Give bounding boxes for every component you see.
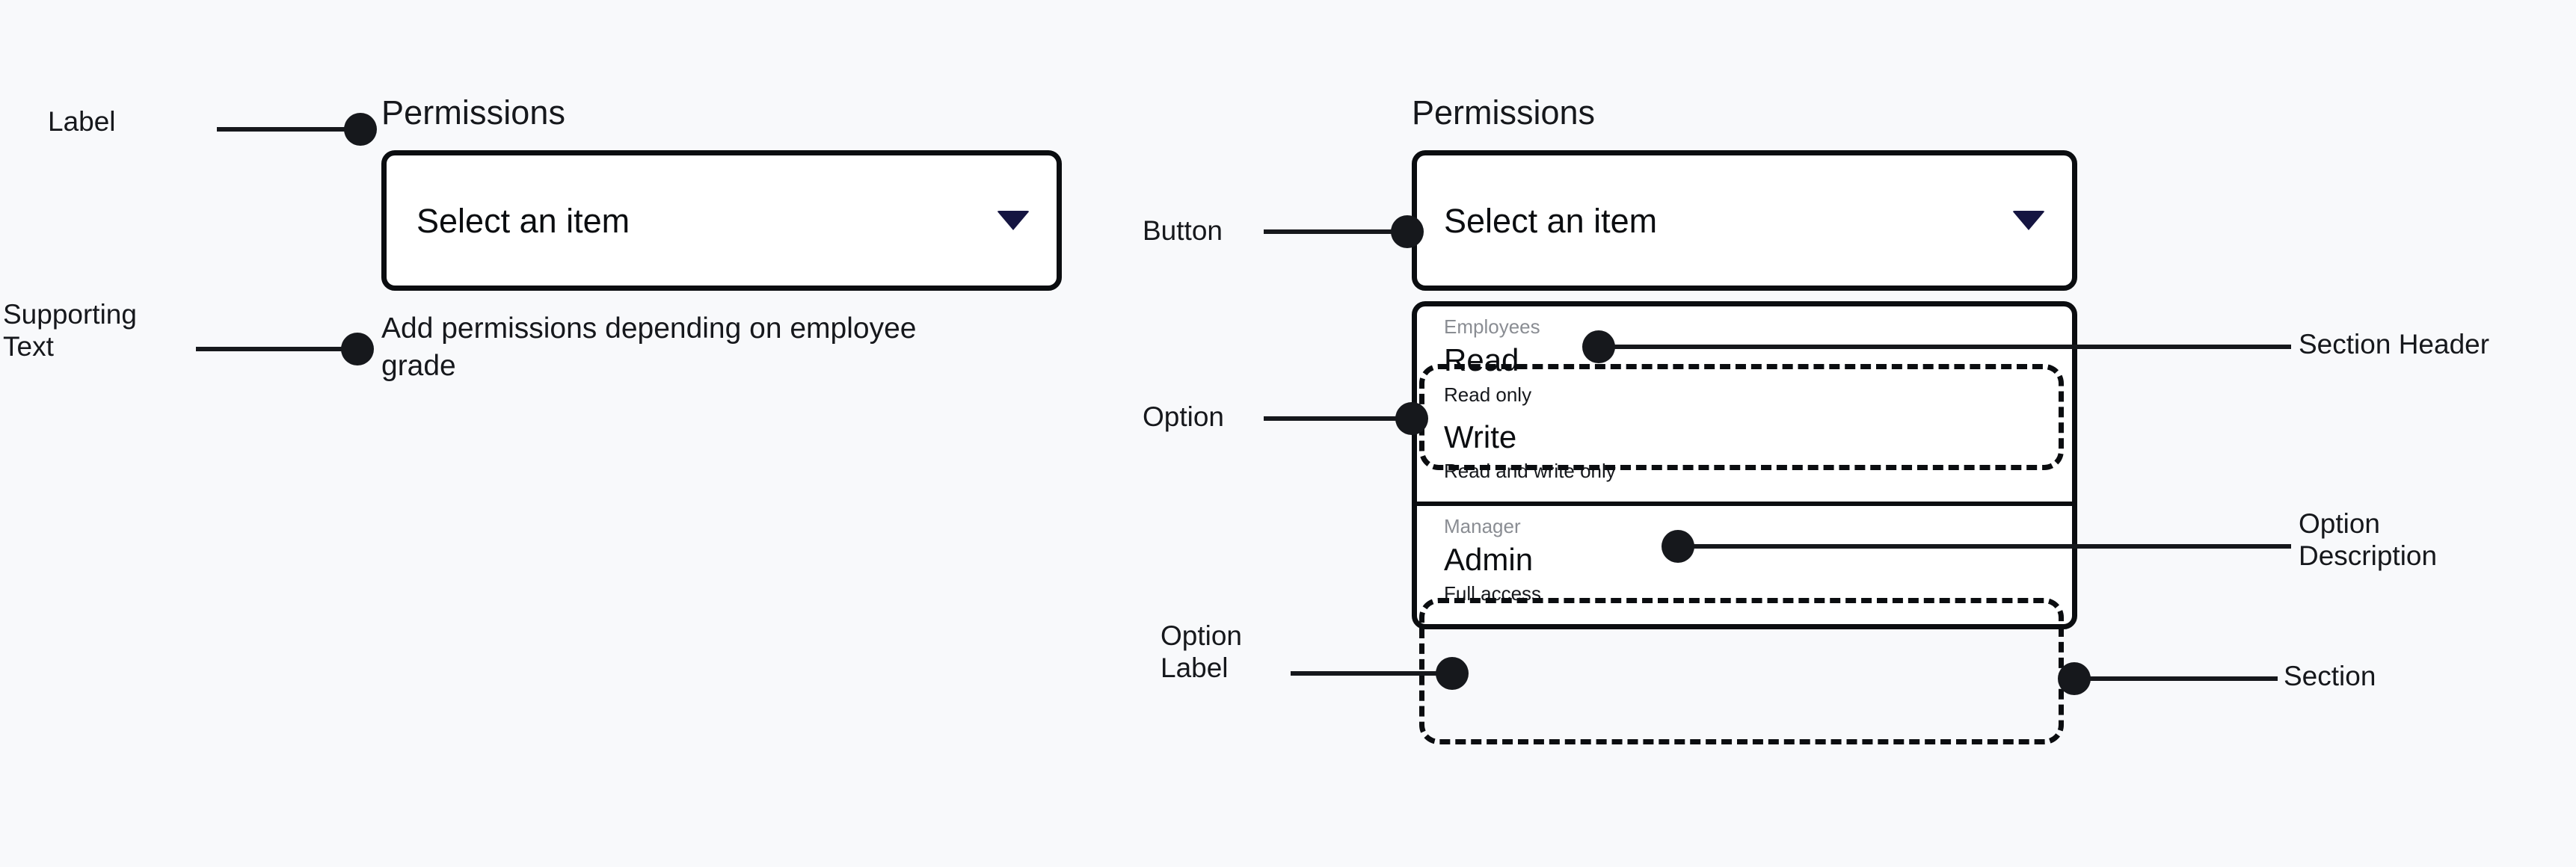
annotation-section-header-leader — [1597, 345, 2291, 349]
select-spec-closed: Permissions Select an item Add permissio… — [381, 96, 1062, 385]
annotation-option-description-text: Option Description — [2299, 508, 2438, 571]
annotation-label-leader — [217, 127, 351, 132]
chevron-down-icon — [2012, 211, 2045, 230]
field-label: Permissions — [381, 93, 566, 132]
select-button[interactable]: Select an item — [1412, 150, 2077, 291]
annotation-supporting-text-leader — [196, 347, 357, 351]
supporting-text: Add permissions depending on employee gr… — [381, 312, 917, 382]
listbox-option-admin[interactable]: Admin Full access — [1417, 540, 2072, 617]
annotation-supporting-text-text: Supporting Text — [3, 299, 137, 362]
annotation-option-dot — [1395, 402, 1428, 435]
annotation-button-text: Button — [1143, 215, 1223, 246]
field-label: Permissions — [1412, 93, 1596, 132]
annotation-section-leader — [2074, 676, 2278, 681]
annotation-option-leader — [1264, 416, 1413, 421]
annotation-option-description-dot — [1662, 530, 1694, 563]
annotation-section-dot — [2058, 662, 2091, 695]
annotation-supporting-text-dot — [341, 333, 374, 365]
annotation-option-label-dot — [1436, 657, 1469, 690]
listbox-option-read[interactable]: Read Read only — [1417, 340, 2072, 417]
chevron-down-icon — [997, 211, 1030, 230]
section-spacer — [1417, 494, 2072, 502]
annotation-option-label-leader — [1291, 671, 1449, 676]
option-label: Write — [1444, 419, 1517, 454]
select-button-text: Select an item — [416, 201, 630, 240]
option-label: Admin — [1444, 541, 1534, 577]
annotation-label-text: Label — [48, 106, 116, 137]
annotation-section-header-dot — [1582, 330, 1615, 363]
listbox-section-manager: Manager Admin Full access — [1417, 501, 2072, 624]
select-spec-open: Permissions Select an item Employees Rea… — [1412, 96, 2077, 629]
annotation-option-text: Option — [1143, 401, 1225, 432]
listbox-option-write[interactable]: Write Read and write only — [1417, 417, 2072, 494]
annotation-section-text: Section — [2284, 661, 2376, 691]
annotation-button-dot — [1391, 215, 1424, 248]
annotation-option-label-text: Option Label — [1161, 620, 1243, 683]
option-label: Read — [1444, 342, 1519, 378]
annotation-button-leader — [1264, 229, 1406, 234]
option-description: Read and write only — [1444, 460, 1616, 483]
section-spacer — [1417, 617, 2072, 624]
select-button[interactable]: Select an item — [381, 150, 1062, 291]
option-description: Read only — [1444, 383, 1532, 406]
select-button-text: Select an item — [1444, 201, 1658, 240]
section-header: Manager — [1444, 514, 1521, 537]
listbox-section-employees: Employees Read Read only Write Read and … — [1417, 306, 2072, 502]
annotation-label-dot — [344, 113, 377, 146]
section-header: Employees — [1444, 315, 1540, 338]
select-listbox[interactable]: Employees Read Read only Write Read and … — [1412, 301, 2077, 629]
annotation-section-header-text: Section Header — [2299, 329, 2490, 360]
option-description: Full access — [1444, 582, 1542, 605]
annotation-option-description-leader — [1676, 544, 2291, 549]
